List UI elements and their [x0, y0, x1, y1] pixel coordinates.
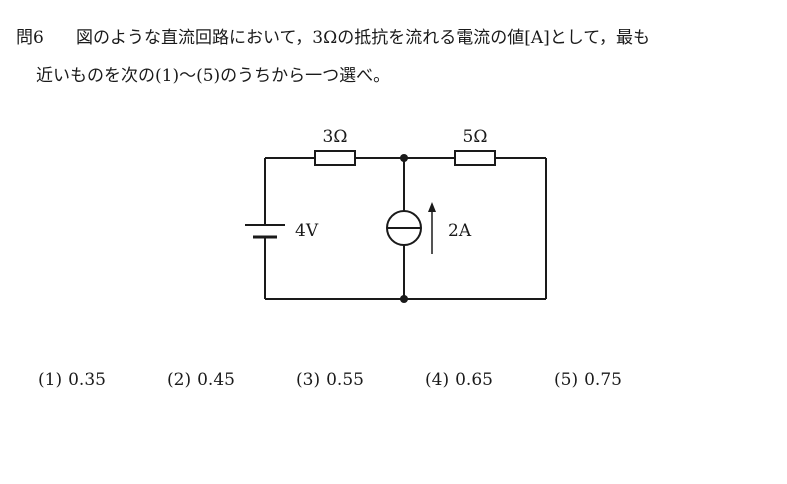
question-line-2: 近いものを次の(1)〜(5)のうちから一つ選べ。: [36, 64, 390, 88]
question-number: 問6: [16, 28, 44, 48]
current-arrow-head: [428, 202, 436, 212]
choice-5-number: (5): [554, 370, 579, 390]
choice-2-number: (2): [167, 370, 192, 390]
choice-3-value: 0.55: [326, 370, 364, 390]
r1-label: 3Ω: [323, 127, 348, 147]
current-label: 2A: [448, 221, 472, 241]
choice-1-number: (1): [38, 370, 63, 390]
choice-5[interactable]: (5)0.75: [554, 369, 622, 391]
choice-2[interactable]: (2)0.45: [167, 369, 235, 391]
voltage-label: 4V: [295, 221, 319, 241]
question-line-1: 問6 図のような直流回路において，3Ωの抵抗を流れる電流の値[A]として，最も: [16, 26, 650, 50]
choice-1[interactable]: (1)0.35: [38, 369, 106, 391]
choice-1-value: 0.35: [68, 370, 106, 390]
node-bottom: [400, 295, 408, 303]
choice-2-value: 0.45: [197, 370, 235, 390]
choice-4[interactable]: (4)0.65: [425, 369, 493, 391]
choice-3-number: (3): [296, 370, 321, 390]
choice-4-value: 0.65: [455, 370, 493, 390]
r2-label: 5Ω: [463, 127, 488, 147]
resistor-5ohm: [454, 150, 496, 166]
node-top: [400, 154, 408, 162]
resistor-3ohm: [314, 150, 356, 166]
question-text-1: 図のような直流回路において，3Ωの抵抗を流れる電流の値[A]として，最も: [76, 28, 651, 48]
choice-5-value: 0.75: [584, 370, 622, 390]
question-text-2: 近いものを次の(1)〜(5)のうちから一つ選べ。: [36, 66, 391, 86]
choice-3[interactable]: (3)0.55: [296, 369, 364, 391]
choice-4-number: (4): [425, 370, 450, 390]
